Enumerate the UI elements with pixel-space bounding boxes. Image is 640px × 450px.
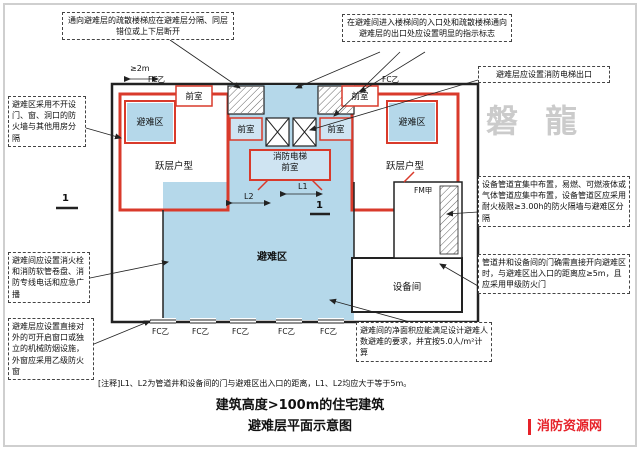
leader-lines bbox=[85, 39, 479, 345]
door-marks bbox=[257, 171, 415, 191]
label-front-room-mid-left: 前室 bbox=[237, 125, 255, 135]
fire-elevator-shaft-2 bbox=[292, 117, 317, 147]
label-duplex-unit-right: 跃层户型 bbox=[385, 161, 424, 172]
label-front-room-top-left: 前室 bbox=[185, 92, 203, 102]
label-fire-window-b5: FC乙 bbox=[320, 327, 338, 336]
label-refuge-area-main: 避难区 bbox=[257, 252, 287, 263]
label-refuge-area-left: 避难区 bbox=[136, 118, 164, 128]
annotation-fire-elevator-exit: 避难层应设置消防电梯出口 bbox=[478, 66, 610, 84]
annotation-net-area: 避难间的净面积应能满足设计避难人数避难的要求，并宜按5.0人/m²计算 bbox=[356, 322, 492, 362]
label-fire-window-b1: FC乙 bbox=[152, 327, 170, 336]
drawing-title: 建筑高度>100m的住宅建筑 避难层平面示意图 bbox=[170, 394, 430, 434]
label-dim-2m: ≥2m bbox=[130, 64, 150, 73]
dimension-lines bbox=[124, 76, 323, 206]
stair-left bbox=[227, 85, 265, 115]
label-section-mark-left: 1 bbox=[62, 193, 69, 204]
fire-elevator-shaft-1 bbox=[265, 117, 290, 147]
section-cut-marks bbox=[56, 206, 330, 216]
label-fire-window-b4: FC乙 bbox=[278, 327, 296, 336]
annotation-equipment-pipes: 设备管道宜集中布置，易燃、可燃液体或气体管道应集中布置，设备管道区应采用耐火极限… bbox=[478, 176, 630, 227]
drawing-title-line1: 建筑高度>100m的住宅建筑 bbox=[215, 398, 385, 413]
label-equipment-room: 设备间 bbox=[392, 282, 422, 293]
note-text: [注释]L1、L2为管道井和设备间的门与避难区出入口的距离，L1、L2均应大于等… bbox=[98, 379, 412, 388]
front-room-boxes bbox=[175, 85, 379, 181]
annotation-openable-window: 避难层应设置直接对外的可开启窗口或独立的机械防烟设施，外窗应采用乙级防火窗 bbox=[8, 318, 94, 380]
brand-logo-text: 消防资源网 bbox=[528, 419, 602, 435]
annotation-signage: 在避难间进入楼梯间的入口处和疏散楼梯通向避难层的出口处应设置明显的指示标志 bbox=[342, 14, 512, 43]
label-fire-door-a: FM甲 bbox=[414, 186, 433, 195]
label-duplex-unit-left: 跃层户型 bbox=[154, 161, 193, 172]
annotation-hydrant-broadcast: 避难间应设置消火栓和消防软管卷盘、消防专线电话和应急广播 bbox=[8, 252, 90, 303]
label-fire-window-b2: FC乙 bbox=[192, 327, 210, 336]
annotation-firewall-separation: 避难区采用不开设门、窗、洞口的防火墙与其他用房分隔 bbox=[8, 96, 86, 147]
drawing-title-line2: 避难层平面示意图 bbox=[247, 419, 352, 434]
equipment-room-walls bbox=[351, 181, 463, 313]
label-fire-window-b3: FC乙 bbox=[232, 327, 250, 336]
label-fire-window-top-right: FC乙 bbox=[382, 75, 400, 84]
window-symbols bbox=[150, 318, 344, 325]
watermark-text: 磐 龍 bbox=[486, 102, 586, 140]
label-dim-l1: L1 bbox=[298, 182, 308, 191]
label-refuge-area-right: 避难区 bbox=[398, 118, 426, 128]
label-front-room-top-right: 前室 bbox=[351, 92, 369, 102]
annotation-stair-separation: 通向避难层的疏散楼梯应在避难层分隔、同层错位或上下层断开 bbox=[62, 12, 234, 41]
label-section-mark-center: 1 bbox=[316, 200, 323, 211]
label-front-room-mid-right: 前室 bbox=[327, 125, 345, 135]
label-dim-l2: L2 bbox=[244, 192, 254, 201]
annotation-pipe-shaft-doors: 管道井和设备间的门确需直接开向避难区时，与避难区出入口的距离应≥5m，且应采用甲… bbox=[478, 254, 630, 294]
label-fire-elevator-front-room: 消防电梯 前室 bbox=[272, 152, 307, 173]
label-fire-window-top-left: FC乙 bbox=[148, 75, 166, 84]
